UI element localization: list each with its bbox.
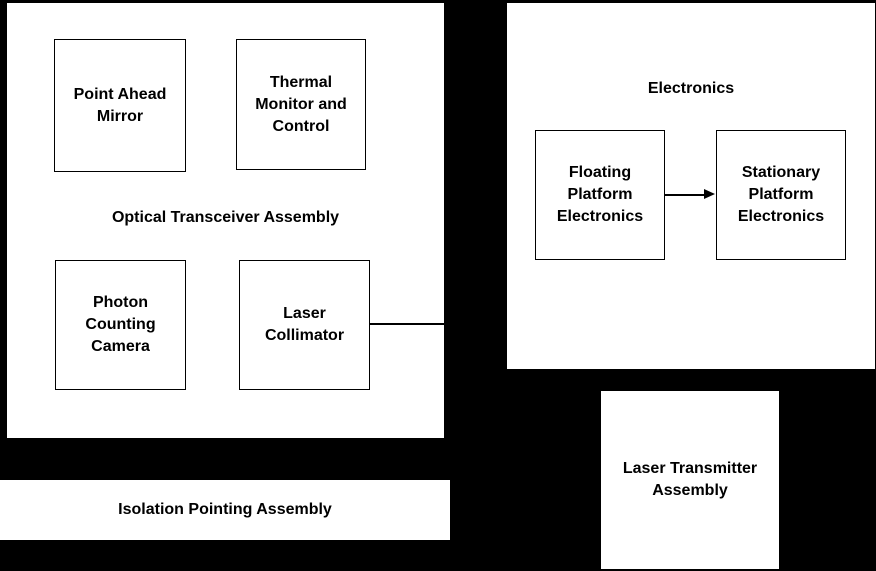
- node-label: Thermal Monitor and Control: [255, 73, 347, 135]
- node-laser-transmitter-assembly: Laser Transmitter Assembly: [601, 391, 779, 569]
- node-isolation-pointing-assembly: Isolation Pointing Assembly: [0, 480, 450, 540]
- node-thermal-monitor-and-control: Thermal Monitor and Control: [236, 39, 366, 170]
- electronics-label: Electronics: [647, 80, 735, 97]
- node-label: Floating Platform Electronics: [556, 164, 644, 225]
- optical-transceiver-assembly-label: Optical Transceiver Assembly: [111, 209, 340, 226]
- node-label: Isolation Pointing Assembly: [118, 501, 332, 518]
- node-label: Stationary Platform Electronics: [737, 164, 825, 225]
- node-floating-platform-electronics: Floating Platform Electronics: [535, 130, 665, 260]
- node-label: Laser Transmitter Assembly: [622, 460, 758, 499]
- node-label: Photon Counting Camera: [85, 294, 156, 355]
- node-stationary-platform-electronics: Stationary Platform Electronics: [716, 130, 846, 260]
- node-laser-collimator: Laser Collimator: [239, 260, 370, 390]
- node-point-ahead-mirror: Point Ahead Mirror: [54, 39, 186, 172]
- node-photon-counting-camera: Photon Counting Camera: [55, 260, 186, 390]
- arrow-head-icon: [704, 189, 715, 199]
- laser-collimator-connector-line: [370, 323, 445, 325]
- electronics-connector-arrow-line: [665, 194, 707, 196]
- node-label: Laser Collimator: [264, 305, 345, 344]
- node-label: Point Ahead Mirror: [73, 85, 167, 125]
